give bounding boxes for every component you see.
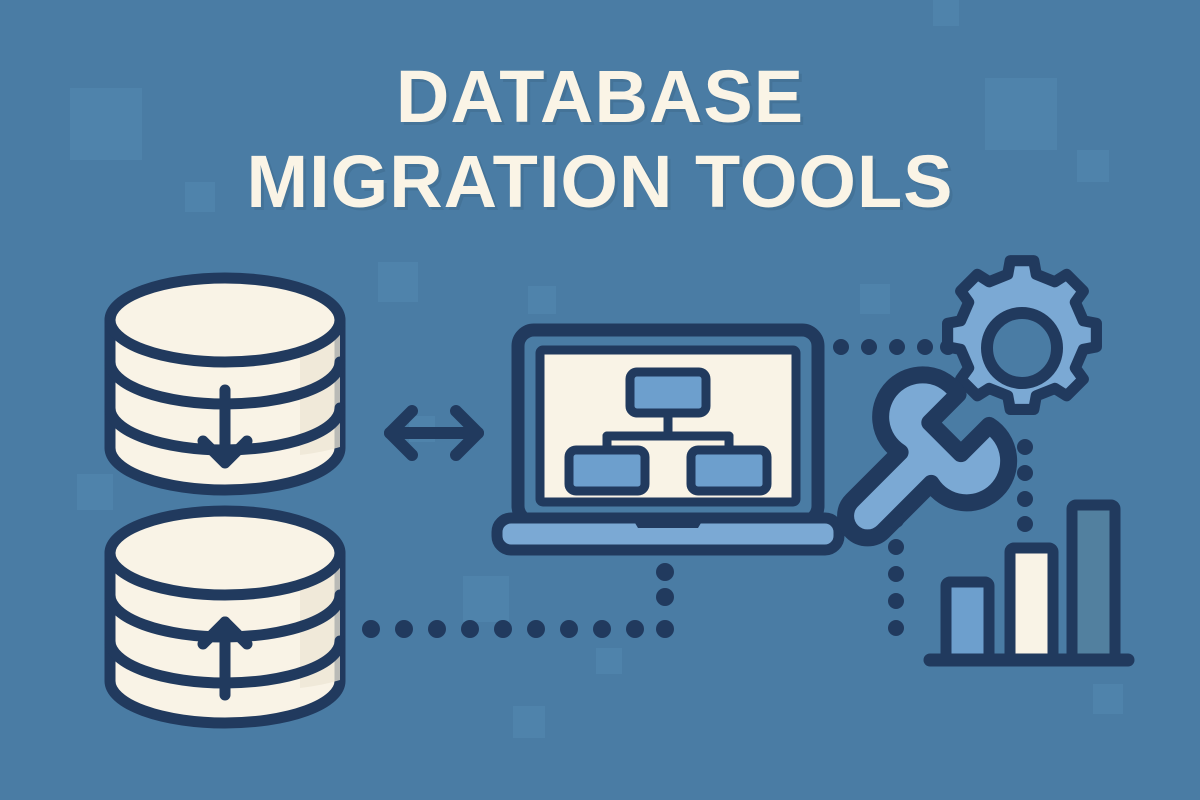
bar-2	[1004, 542, 1059, 665]
arrow-down-icon	[197, 384, 253, 469]
schema-node-child-left	[564, 445, 650, 496]
target-database-cylinder	[104, 505, 346, 729]
title-line-1: DATABASE	[395, 55, 805, 138]
results-bar-chart	[923, 499, 1135, 667]
laptop-trackpad-notch	[632, 518, 704, 528]
schema-node-parent	[625, 367, 711, 418]
bar-3	[1066, 499, 1121, 665]
schema-tree-diagram	[564, 367, 772, 496]
laptop-base	[491, 512, 845, 556]
arrow-up-icon	[197, 616, 253, 701]
schema-node-child-right	[686, 445, 772, 496]
connector-target-db-to-laptop	[362, 563, 674, 638]
title-line-2: MIGRATION TOOLS	[246, 140, 954, 224]
connector-wrench-to-chart	[888, 512, 904, 636]
laptop-schema-screen	[491, 323, 845, 556]
connector-laptop-to-gear	[833, 339, 956, 355]
bar-1	[940, 576, 995, 665]
connector-gear-to-chart	[1017, 439, 1033, 532]
maintenance-wrench	[837, 366, 1018, 547]
settings-gear	[942, 255, 1102, 416]
page-title: DATABASE MIGRATION TOOLS	[0, 55, 1200, 224]
bidirectional-transfer-arrow	[384, 405, 484, 461]
source-database-cylinder	[104, 272, 346, 496]
